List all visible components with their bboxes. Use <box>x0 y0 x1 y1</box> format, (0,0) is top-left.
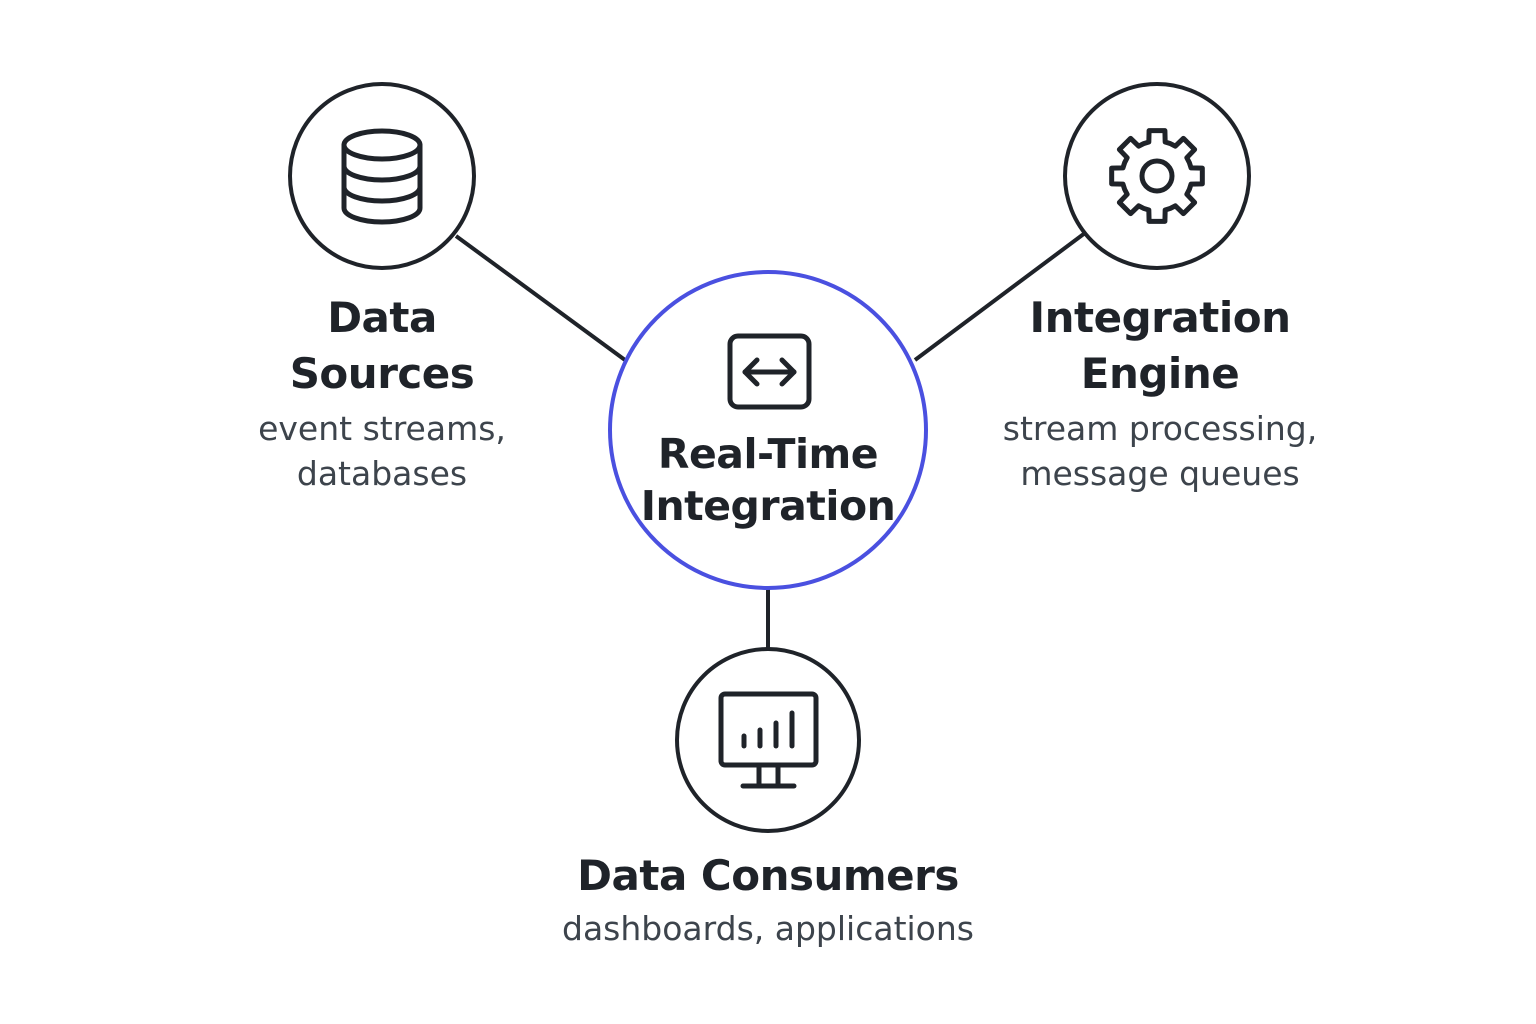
monitor-chart-icon <box>718 691 819 789</box>
center-label-group: Real-Time Integration <box>638 428 898 532</box>
database-icon <box>341 128 423 225</box>
consumers-node-circle <box>675 647 861 833</box>
consumers-title: Data Consumers <box>577 851 959 900</box>
sources-desc-line2: databases <box>296 454 468 493</box>
gear-icon <box>1109 128 1205 224</box>
center-title-line1: Real-Time <box>657 430 879 478</box>
sources-label-group: Data Sources event streams, databases <box>232 290 532 496</box>
consumers-desc: dashboards, applications <box>562 909 974 948</box>
engine-node-circle <box>1063 82 1251 270</box>
engine-title-line2: Engine <box>1080 349 1240 398</box>
bidirectional-arrow-icon <box>727 333 812 410</box>
engine-label-group: Integration Engine stream processing, me… <box>980 290 1340 496</box>
sources-node-circle <box>288 82 476 270</box>
connector-sources-center <box>454 234 627 362</box>
center-title-line2: Integration <box>640 482 896 530</box>
engine-title-line1: Integration <box>1029 293 1291 342</box>
connector-engine-center <box>913 231 1087 362</box>
sources-desc-line1: event streams, <box>258 409 506 448</box>
consumers-label-group: Data Consumers dashboards, applications <box>518 848 1018 951</box>
engine-desc-line2: message queues <box>1020 454 1300 493</box>
center-node-circle <box>608 270 928 590</box>
sources-title: Data Sources <box>289 293 475 398</box>
engine-desc-line1: stream processing, <box>1002 409 1318 448</box>
